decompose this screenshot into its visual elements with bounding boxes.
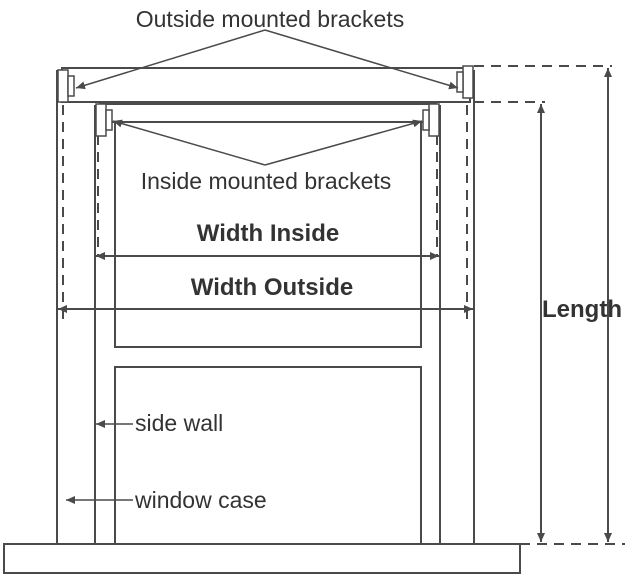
inside-bracket-leader-right bbox=[264, 119, 423, 166]
width-outside-label: Width Outside bbox=[191, 274, 353, 301]
outside-bracket-right bbox=[456, 65, 474, 99]
window-case-label: window case bbox=[134, 487, 267, 513]
inside-rail bbox=[99, 103, 437, 123]
inside-bracket-leader-left bbox=[112, 119, 266, 166]
width-inside-label: Width Inside bbox=[197, 220, 339, 247]
base-sill bbox=[3, 543, 521, 574]
inside-bracket-right bbox=[422, 103, 440, 137]
outside-brackets-label: Outside mounted brackets bbox=[136, 6, 404, 32]
inside-brackets-label: Inside mounted brackets bbox=[141, 168, 392, 194]
side-wall-label: side wall bbox=[135, 410, 223, 436]
upper-pane bbox=[114, 121, 422, 348]
outside-bracket-left bbox=[57, 69, 75, 103]
outside-bracket-leader-right bbox=[264, 29, 459, 90]
lower-pane bbox=[114, 366, 422, 545]
outside-bracket-leader-left bbox=[75, 29, 266, 90]
inside-bracket-left bbox=[95, 103, 113, 137]
length-label: Length bbox=[542, 296, 622, 323]
